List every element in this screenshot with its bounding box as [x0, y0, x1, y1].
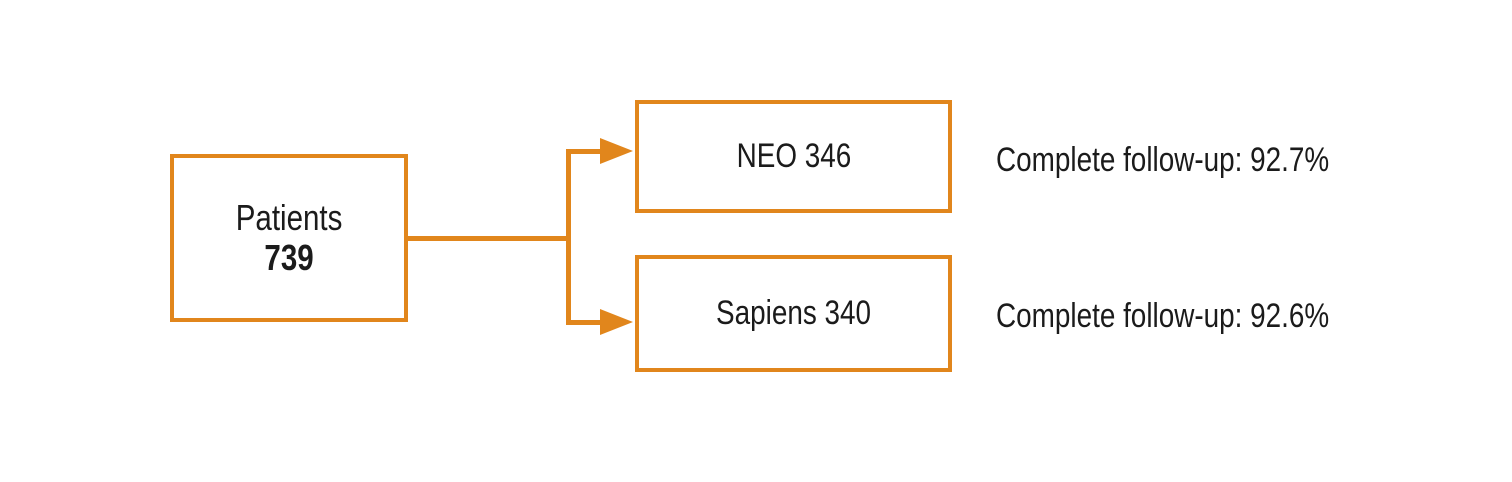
- patients-box: Patients 739: [170, 154, 408, 322]
- sapiens-followup-text: Complete follow-up: 92.6%: [996, 299, 1402, 333]
- neo-box: NEO 346: [635, 100, 952, 213]
- connector-main-line: [406, 236, 570, 241]
- patients-count: 739: [264, 237, 314, 278]
- neo-followup-text: Complete follow-up: 92.7%: [996, 143, 1402, 177]
- neo-label: NEO 346: [736, 137, 851, 175]
- arrowhead-top-icon: [600, 138, 633, 164]
- connector-bottom-branch: [566, 320, 602, 325]
- arrowhead-bottom-icon: [600, 309, 633, 335]
- neo-followup-label: Complete follow-up: 92.7%: [996, 141, 1330, 179]
- connector-top-branch: [566, 149, 602, 154]
- sapiens-followup-label: Complete follow-up: 92.6%: [996, 297, 1330, 335]
- sapiens-label: Sapiens 340: [715, 294, 872, 332]
- connector-vertical-line: [566, 149, 571, 325]
- patients-label: Patients: [235, 197, 343, 238]
- sapiens-box: Sapiens 340: [635, 255, 952, 372]
